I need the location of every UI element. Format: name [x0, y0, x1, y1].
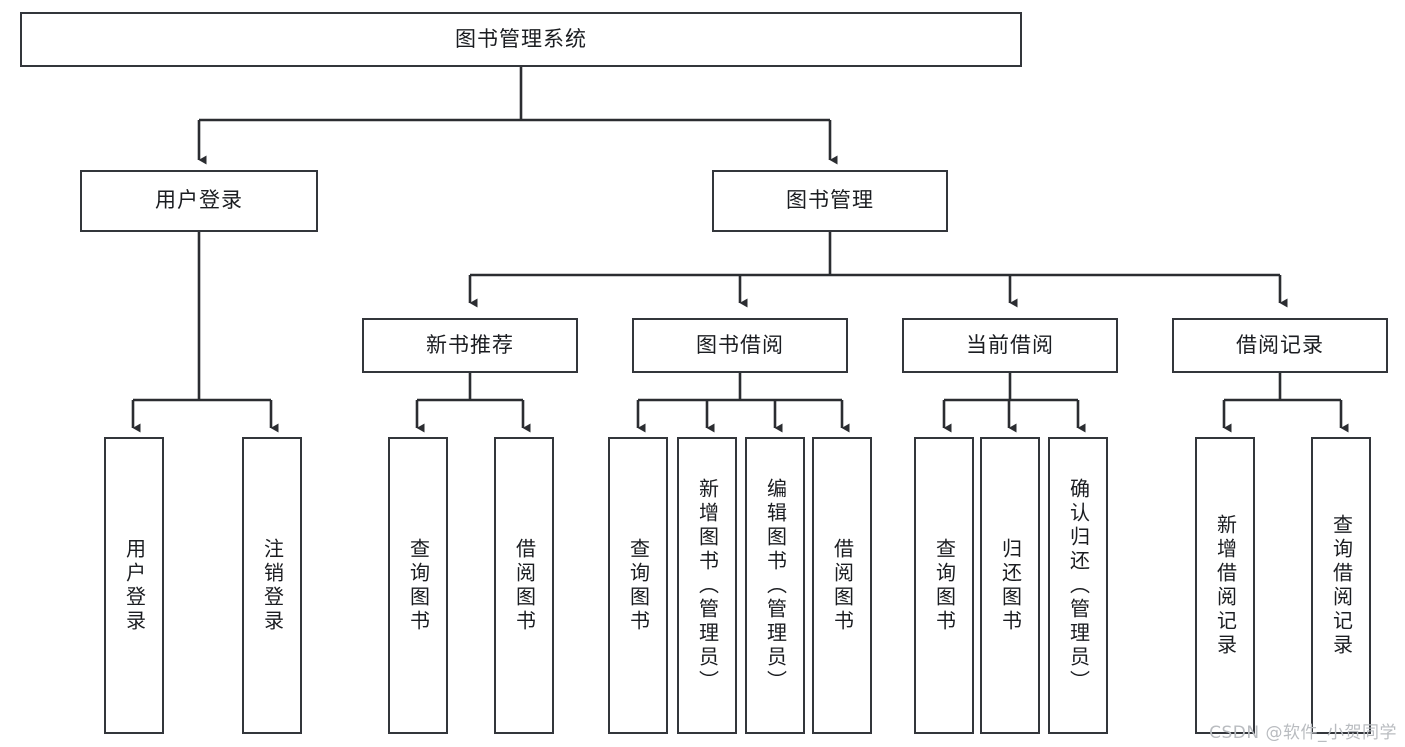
node-label: 查询图书: [932, 537, 957, 634]
leaf-book-borrow-query[interactable]: 查询图书: [608, 437, 668, 734]
node-label: 借阅图书: [512, 537, 537, 634]
leaf-borrow-record-add[interactable]: 新增借阅记录: [1195, 437, 1255, 734]
node-label: 当前借阅: [966, 332, 1054, 357]
node-label: 用户登录: [122, 537, 147, 634]
node-label: 借阅图书: [830, 537, 855, 634]
node-current-borrow[interactable]: 当前借阅: [902, 318, 1118, 373]
leaf-user-login-login[interactable]: 用户登录: [104, 437, 164, 734]
node-label: 查询图书: [626, 537, 651, 634]
leaf-current-borrow-return[interactable]: 归还图书: [980, 437, 1040, 734]
node-label: 编辑图书（管理员）: [763, 477, 788, 694]
node-label: 归还图书: [998, 537, 1023, 634]
node-label: 用户登录: [155, 188, 243, 213]
node-book-management[interactable]: 图书管理: [712, 170, 948, 232]
leaf-book-borrow-edit[interactable]: 编辑图书（管理员）: [745, 437, 805, 734]
node-label: 确认归还（管理员）: [1066, 477, 1091, 694]
node-book-borrow[interactable]: 图书借阅: [632, 318, 848, 373]
leaf-user-login-logout[interactable]: 注销登录: [242, 437, 302, 734]
node-label: 查询图书: [406, 537, 431, 634]
leaf-book-borrow-borrow[interactable]: 借阅图书: [812, 437, 872, 734]
node-label: 图书管理系统: [455, 26, 587, 51]
node-label: 查询借阅记录: [1329, 513, 1354, 658]
watermark-text: CSDN @软件_小贺同学: [1209, 723, 1397, 743]
node-label: 新增图书（管理员）: [695, 477, 720, 694]
node-label: 图书管理: [786, 188, 874, 213]
node-user-login[interactable]: 用户登录: [80, 170, 318, 232]
leaf-book-borrow-add[interactable]: 新增图书（管理员）: [677, 437, 737, 734]
node-label: 图书借阅: [696, 332, 784, 357]
leaf-new-book-query[interactable]: 查询图书: [388, 437, 448, 734]
node-label: 新增借阅记录: [1213, 513, 1238, 658]
node-label: 新书推荐: [426, 332, 514, 357]
node-borrow-record[interactable]: 借阅记录: [1172, 318, 1388, 373]
node-new-book-recommend[interactable]: 新书推荐: [362, 318, 578, 373]
leaf-current-borrow-query[interactable]: 查询图书: [914, 437, 974, 734]
node-label: 注销登录: [260, 537, 285, 634]
node-root-book-management-system[interactable]: 图书管理系统: [20, 12, 1022, 67]
leaf-borrow-record-query[interactable]: 查询借阅记录: [1311, 437, 1371, 734]
node-label: 借阅记录: [1236, 332, 1324, 357]
leaf-new-book-borrow[interactable]: 借阅图书: [494, 437, 554, 734]
leaf-current-borrow-confirm-return[interactable]: 确认归还（管理员）: [1048, 437, 1108, 734]
